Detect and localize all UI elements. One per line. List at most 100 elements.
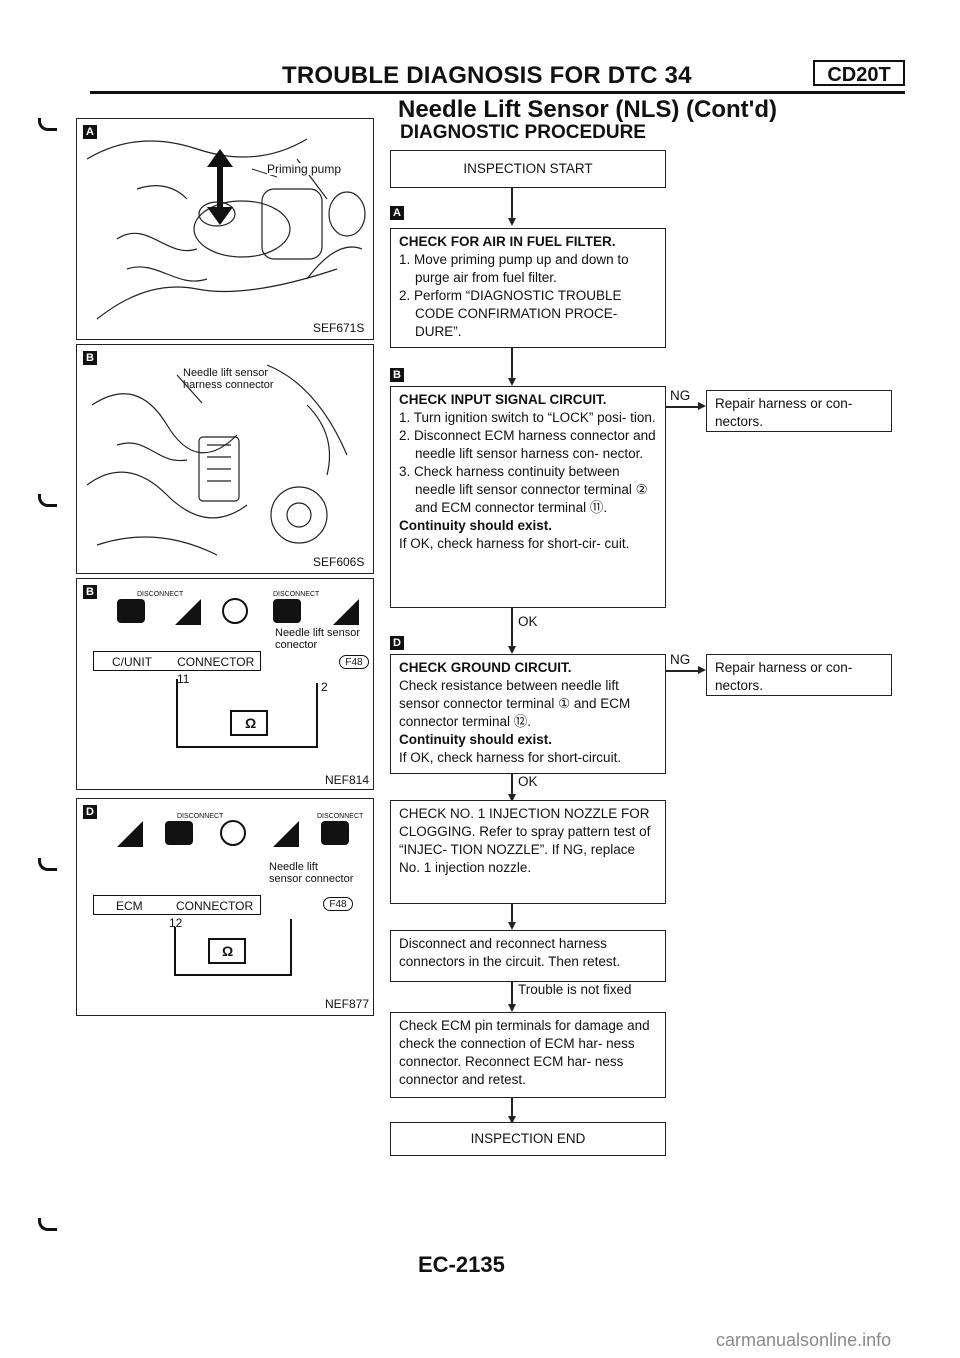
flow-connector xyxy=(511,608,513,648)
unit-connector-box: C/UNIT CONNECTOR xyxy=(93,651,261,671)
flow-arrow xyxy=(508,1116,516,1124)
ng-label: NG xyxy=(670,652,691,667)
terminal-number: 12 xyxy=(169,916,183,930)
step-note: If OK, check harness for short-cir- cuit… xyxy=(399,536,630,551)
ohm-meter-icon: Ω xyxy=(222,943,234,959)
connector-name: CONNECTOR xyxy=(176,899,254,913)
terminal-number: 11 xyxy=(177,672,190,686)
unit-name: C/UNIT xyxy=(112,655,152,669)
connector-name: CONNECTOR xyxy=(177,655,255,669)
step-item: 1. Turn ignition switch to “LOCK” posi- … xyxy=(399,410,656,425)
ohm-meter-icon: Ω xyxy=(245,715,257,731)
step-item: 3. Check harness continuity between need… xyxy=(399,464,648,515)
unit-connector-box: ECM CONNECTOR xyxy=(93,895,261,915)
panel-label: B xyxy=(83,351,97,365)
ok-label: OK xyxy=(518,614,538,629)
page-title: TROUBLE DIAGNOSIS FOR DTC 34 xyxy=(282,62,692,89)
harness-callout-line-2: harness connector xyxy=(183,379,274,391)
engine-badge: CD20T xyxy=(813,60,905,86)
terminal-number: 2 xyxy=(321,680,328,694)
sensor-connector-label-1: Needle lift xyxy=(269,861,318,873)
ng-label: NG xyxy=(670,388,691,403)
disconnect-label: DISCONNECT xyxy=(317,813,364,820)
procedure-title: DIAGNOSTIC PROCEDURE xyxy=(400,122,646,143)
step-box-input-signal: CHECK INPUT SIGNAL CIRCUIT. 1. Turn igni… xyxy=(390,386,666,608)
step-label-b: B xyxy=(390,368,404,382)
flow-connector xyxy=(511,348,513,378)
repair-box: Repair harness or con- nectors. xyxy=(706,390,892,432)
step-item: 2. Perform “DIAGNOSTIC TROUBLE CODE CONF… xyxy=(399,288,622,339)
margin-mark xyxy=(38,1218,57,1231)
step-title: CHECK FOR AIR IN FUEL FILTER. xyxy=(399,234,616,249)
flow-connector xyxy=(511,188,513,218)
margin-mark xyxy=(38,494,57,507)
illustration-panel-a: A Priming pump SEF671S xyxy=(76,118,374,340)
wiring-panel-input-signal: B DISCONNECT DISCONNECT Needle lift sens… xyxy=(76,578,374,790)
repair-box: Repair harness or con- nectors. xyxy=(706,654,892,696)
page-number: EC-2135 xyxy=(418,1252,505,1277)
step-item: 1. Move priming pump up and down to purg… xyxy=(399,252,629,285)
sensor-connector-label-1: Needle lift sensor xyxy=(275,627,360,639)
wiring-panel-ground: D DISCONNECT DISCONNECT Needle lift sens… xyxy=(76,798,374,1016)
engine-illustration xyxy=(86,138,366,320)
flow-arrow xyxy=(508,378,516,386)
step-box-ground-circuit: CHECK GROUND CIRCUIT. Check resistance b… xyxy=(390,654,666,774)
step-box-check-air: CHECK FOR AIR IN FUEL FILTER. 1. Move pr… xyxy=(390,228,666,348)
figure-ref: NEF814 xyxy=(325,773,370,787)
panel-label: D xyxy=(83,805,97,819)
step-box-ecm-pins: Check ECM pin terminals for damage and c… xyxy=(390,1012,666,1098)
step-label-a: A xyxy=(390,206,404,220)
unit-name: ECM xyxy=(116,899,143,913)
margin-mark xyxy=(38,858,57,871)
illustration-panel-b: B Needle lift sensor harness connector S… xyxy=(76,344,374,574)
flow-arrow xyxy=(508,1004,516,1012)
section-subtitle: Needle Lift Sensor (NLS) (Cont'd) xyxy=(398,96,778,123)
sensor-illustration xyxy=(86,364,348,556)
watermark: carmanualsonline.info xyxy=(716,1330,892,1350)
wiring-icons xyxy=(117,820,349,976)
ok-label: OK xyxy=(518,774,538,789)
trouble-label: Trouble is not fixed xyxy=(518,982,632,997)
inspection-start: INSPECTION START xyxy=(390,150,666,188)
figure-ref: NEF877 xyxy=(325,997,370,1011)
flow-connector xyxy=(666,406,700,408)
wiring-icons xyxy=(117,598,359,748)
step-label-d: D xyxy=(390,636,404,650)
flow-connector xyxy=(511,1098,513,1118)
flow-arrow xyxy=(508,218,516,226)
panel-label: B xyxy=(83,585,97,599)
inspection-end: INSPECTION END xyxy=(390,1122,666,1156)
step-item: 2. Disconnect ECM harness connector and … xyxy=(399,428,656,461)
flow-connector xyxy=(511,774,513,796)
flow-arrow xyxy=(698,402,706,410)
step-box-injection-nozzle: CHECK NO. 1 INJECTION NOZZLE FOR CLOGGIN… xyxy=(390,800,666,904)
priming-pump-callout: Priming pump xyxy=(267,162,342,176)
disconnect-label: DISCONNECT xyxy=(273,591,320,598)
header-rule xyxy=(90,91,905,94)
flow-connector xyxy=(666,670,700,672)
step-body: Check resistance between needle lift sen… xyxy=(399,678,631,729)
panel-label: A xyxy=(83,125,97,139)
expected-result: Continuity should exist. xyxy=(399,518,553,533)
flow-connector xyxy=(511,982,513,1006)
expected-result: Continuity should exist. xyxy=(399,732,553,747)
disconnect-label: DISCONNECT xyxy=(177,813,224,820)
flow-connector xyxy=(511,904,513,924)
step-title: CHECK INPUT SIGNAL CIRCUIT. xyxy=(399,392,607,407)
connector-id-badge: F48 xyxy=(339,655,369,669)
flow-arrow xyxy=(698,666,706,674)
disconnect-label: DISCONNECT xyxy=(137,591,184,598)
flow-arrow xyxy=(508,922,516,930)
harness-callout-line-1: Needle lift sensor xyxy=(183,367,268,379)
figure-ref: SEF671S xyxy=(313,321,365,335)
sensor-connector-label-2: conector xyxy=(275,639,318,651)
step-title: CHECK GROUND CIRCUIT. xyxy=(399,660,572,675)
figure-ref: SEF606S xyxy=(313,555,365,569)
step-note: If OK, check harness for short-circuit. xyxy=(399,750,622,765)
step-box-reconnect: Disconnect and reconnect harness connect… xyxy=(390,930,666,982)
flow-arrow xyxy=(508,794,516,802)
flow-arrow xyxy=(508,646,516,654)
sensor-connector-label-2: sensor connector xyxy=(269,873,354,885)
margin-mark xyxy=(38,118,57,131)
connector-id-badge: F48 xyxy=(323,897,353,911)
